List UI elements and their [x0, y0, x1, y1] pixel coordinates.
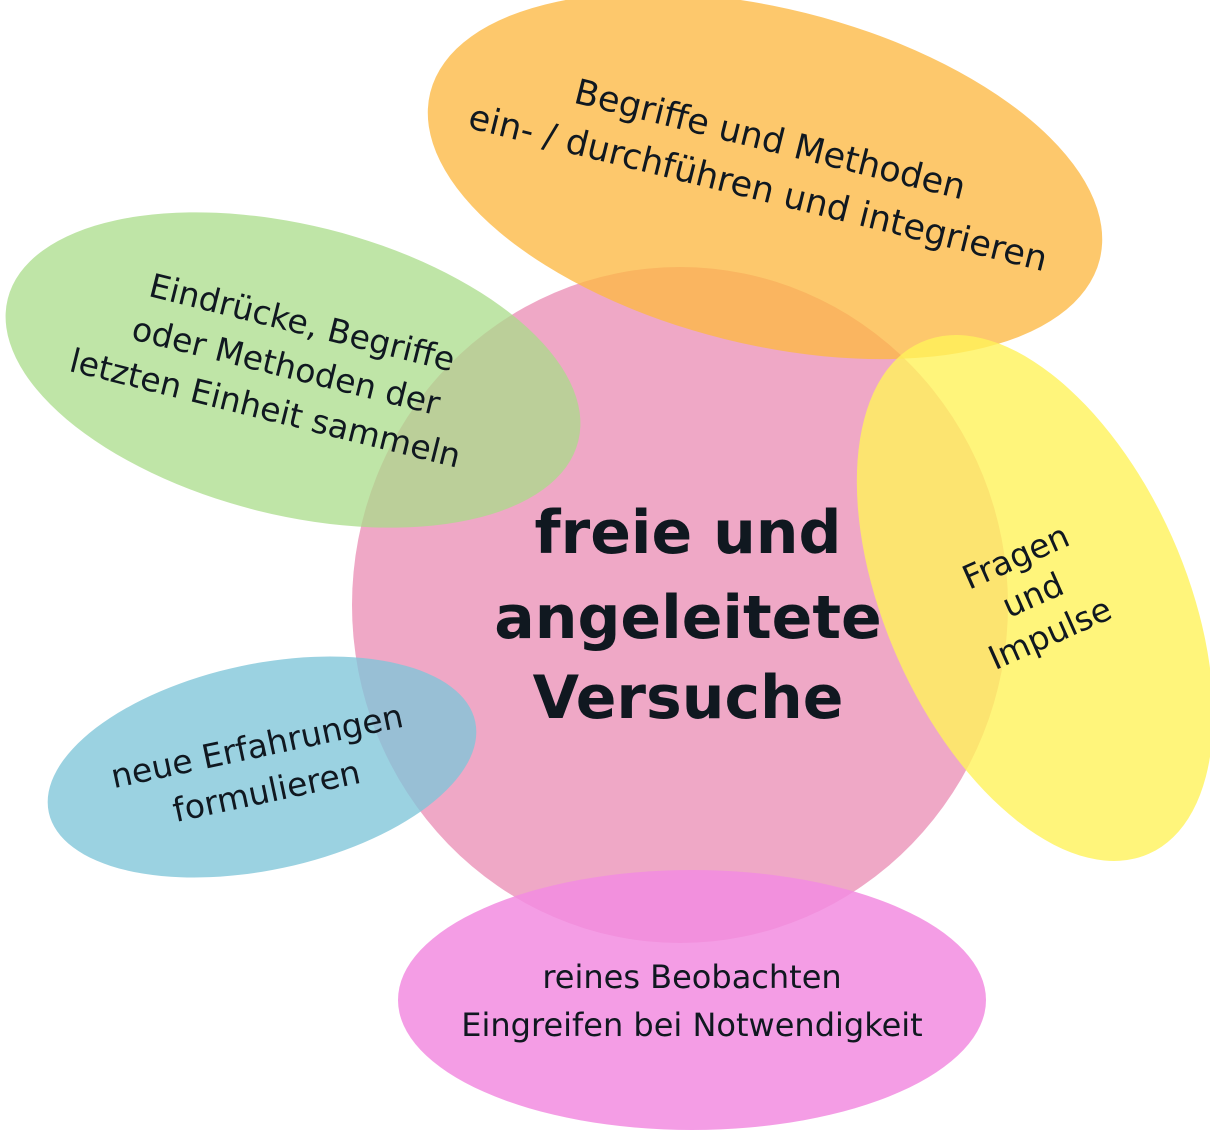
center-label-line-1: freie und: [535, 498, 842, 568]
bubble-bottom-left: [47, 656, 477, 878]
bubble-top: [427, 0, 1103, 360]
bottom-label-line-1: reines Beobachten: [542, 958, 841, 996]
center-label: freie und angeleitete Versuche: [494, 498, 881, 733]
center-label-line-2: angeleitete: [494, 583, 881, 653]
center-label-line-3: Versuche: [533, 663, 844, 733]
bubble-right: [856, 335, 1210, 861]
bottom-label-line-2: Eingreifen bei Notwendigkeit: [461, 1006, 922, 1044]
bubble-bottom: [398, 870, 986, 1130]
bubble-left: [5, 212, 581, 528]
bottom-label: reines Beobachten Eingreifen bei Notwend…: [461, 958, 922, 1044]
